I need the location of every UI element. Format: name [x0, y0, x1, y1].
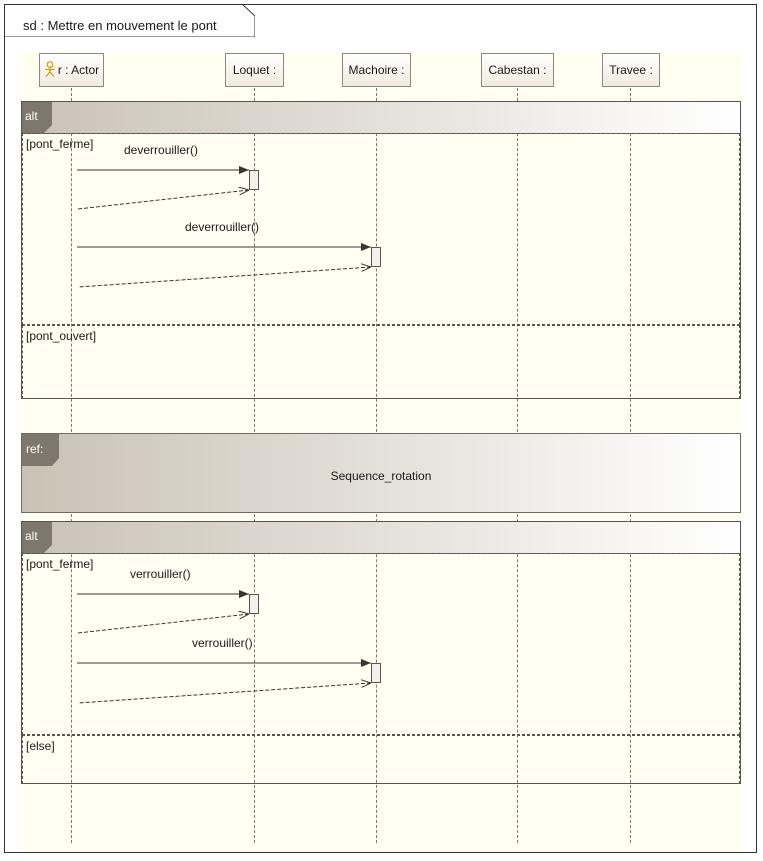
- alt-fragment-1-operand-1: [pont_ferme]: [22, 133, 740, 325]
- return-arrow: [77, 190, 249, 210]
- diagram-title: sd : Mettre en mouvement le pont: [23, 18, 217, 33]
- alt-fragment-1-tag: alt: [22, 102, 52, 133]
- lifeline-head-travee[interactable]: Travee :: [602, 53, 660, 87]
- alt-operator-label: alt: [25, 529, 38, 543]
- lifeline-head-loquet[interactable]: Loquet :: [225, 53, 284, 87]
- lifeline-head-actor[interactable]: r : Actor: [39, 53, 104, 87]
- return-arrow: [77, 683, 371, 704]
- lifeline-head-cabestan[interactable]: Cabestan :: [481, 53, 554, 87]
- alt-tag-shape: [22, 522, 52, 553]
- alt-fragment-2-header: [22, 522, 740, 554]
- lifeline-label-cabestan: Cabestan :: [488, 63, 547, 77]
- return-arrow: [77, 267, 371, 288]
- alt-fragment-1-operand-2: [pont_ouvert]: [22, 325, 740, 399]
- alt-operator-label: alt: [25, 109, 38, 123]
- actor-stick-figure-icon: [44, 60, 56, 80]
- lifeline-label-machoire: Machoire :: [348, 63, 405, 77]
- ref-sequence-name: Sequence_rotation: [330, 469, 432, 483]
- message-label-verrouiller-machoire: verrouiller(): [192, 636, 253, 650]
- activation-loquet-1: [249, 170, 259, 190]
- activation-machoire-2: [371, 663, 381, 683]
- guard-pont-ferme: [pont_ferme]: [26, 137, 94, 151]
- alt-tag-shape: [22, 102, 52, 133]
- activation-loquet-2: [249, 594, 259, 614]
- frame-title-tab-shape: [4, 4, 255, 37]
- frame-title-tab: sd : Mettre en mouvement le pont: [4, 4, 255, 37]
- lifeline-label-travee: Travee :: [609, 63, 653, 77]
- alt-fragment-2[interactable]: alt [pont_ferme] [else]: [21, 521, 741, 784]
- activation-machoire-1: [371, 247, 381, 267]
- ref-interaction-use[interactable]: ref: Sequence_rotation: [21, 433, 741, 513]
- message-label-verrouiller-loquet: verrouiller(): [130, 567, 191, 581]
- ref-operator-label: ref:: [26, 442, 44, 456]
- return-arrow: [77, 614, 249, 634]
- alt-fragment-2-tag: alt: [22, 522, 52, 553]
- message-label-deverrouiller-machoire: deverrouiller(): [185, 220, 260, 234]
- alt-fragment-2-operand-1: [pont_ferme]: [22, 553, 740, 735]
- lifeline-label-loquet: Loquet :: [232, 63, 277, 77]
- guard-else: [else]: [26, 739, 55, 753]
- message-label-deverrouiller-loquet: deverrouiller(): [124, 143, 199, 157]
- lifeline-label-actor: r : Actor: [57, 63, 100, 77]
- ref-tag-shape: [22, 434, 59, 466]
- alt-fragment-1[interactable]: alt [pont_ferme] [pont_ouvert]: [21, 101, 741, 399]
- ref-tag: ref:: [22, 434, 60, 466]
- lifeline-head-machoire[interactable]: Machoire :: [342, 53, 411, 87]
- alt-fragment-2-operand-2: [else]: [22, 735, 740, 784]
- guard-pont-ouvert: [pont_ouvert]: [26, 329, 97, 343]
- guard-pont-ferme: [pont_ferme]: [26, 557, 94, 571]
- alt-fragment-1-header: [22, 102, 740, 134]
